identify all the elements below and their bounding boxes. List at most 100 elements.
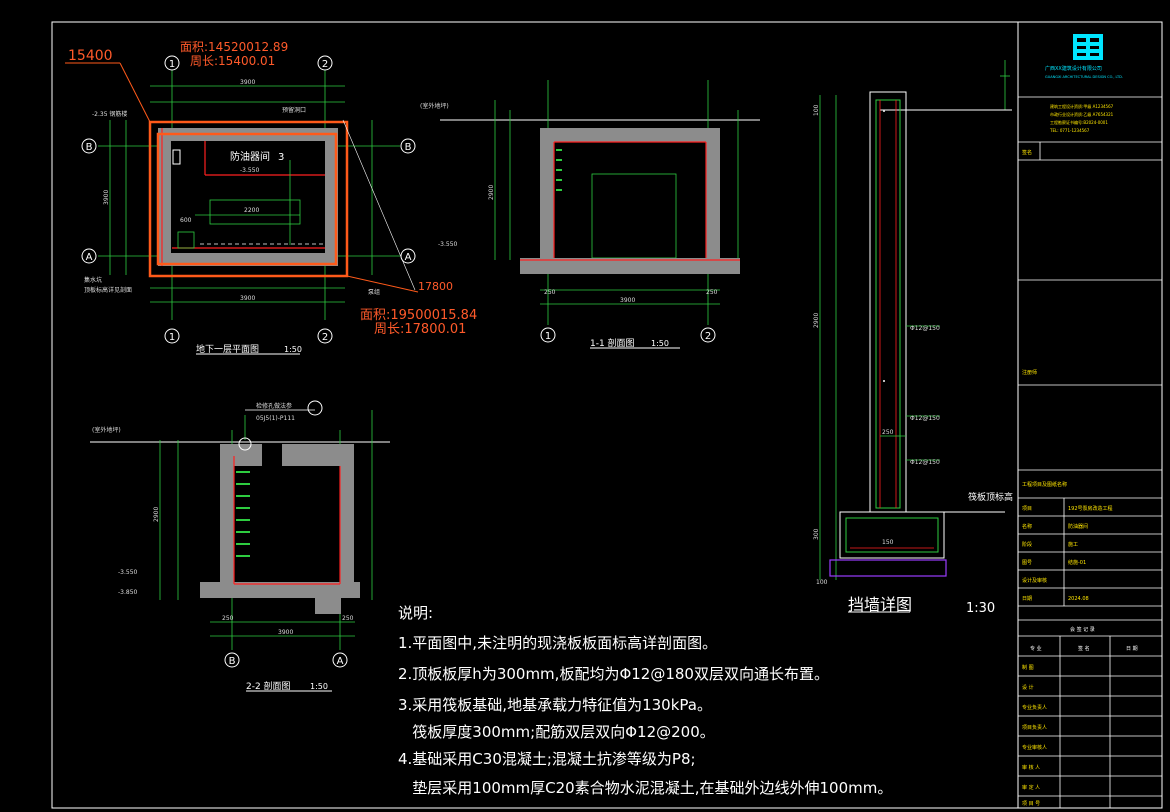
plan-view: 1 2 1 2 B B A A 防油器间 3 -3.550 3900 3900 … (65, 40, 477, 355)
sign-row-2: 设 计 (1022, 684, 1034, 691)
wall-detail-scale: 1:30 (966, 601, 995, 616)
project-label: 工程项目及图纸名称 (1022, 481, 1067, 488)
sec22-level-2: -3.850 (118, 589, 138, 596)
sec11-dim-left: 250 (544, 289, 556, 296)
sign-col-1: 专 业 (1030, 645, 1042, 652)
wall-dim-bottom: 100 (816, 579, 828, 586)
row-key-1: 项目 (1022, 506, 1032, 512)
notes-item-3: 3.采用筏板基础,地基承载力特征值为130kPa。 (398, 696, 712, 714)
wall-dim-base: 300 (813, 528, 820, 540)
wall-detail-title: 挡墙详图 (848, 595, 912, 614)
sec22-top-label: (室外地坪) (92, 426, 121, 434)
row-val-6: 2024.08 (1068, 596, 1089, 602)
cert-line-4: TEL: 0771-1234567 (1049, 128, 1090, 133)
sec22-axis-a: A (337, 656, 344, 667)
cert-line-2: 市政行业设计资质:乙级 A7654321 (1050, 111, 1114, 117)
plan-room-no: 3 (278, 152, 284, 163)
sec11-level: -3.550 (438, 241, 458, 248)
sec11-title: 1-1 剖面图 (590, 337, 635, 349)
row-key-4: 图号 (1022, 560, 1032, 566)
orange-area-bottom: 面积:19500015.84 (360, 308, 477, 323)
notes-item-4: 筏板厚度300mm;配筋双层双向Φ12@200。 (398, 723, 715, 741)
cert-line-3: 工程勘察证书编号:B2024-0001 (1050, 119, 1108, 125)
plan-label-note: 顶板标高详见剖面 (84, 286, 132, 294)
wall-dim-height: 2900 (813, 313, 820, 328)
orange-perim-bottom: 周长:17800.01 (374, 322, 466, 337)
sign-header: 会 签 记 录 (1070, 626, 1095, 633)
sign-row-3: 专业负责人 (1022, 704, 1047, 711)
notes-item-6: 垫层采用100mm厚C20素合物水泥混凝土,在基础外边线外伸100mm。 (398, 779, 892, 797)
row-key-6: 日期 (1022, 596, 1032, 602)
sec11-top-label: (室外地坪) (420, 102, 449, 110)
row-val-3: 施工 (1068, 541, 1078, 548)
reg-label: 注册师 (1022, 369, 1037, 376)
orange-value-bottom: 17800 (418, 280, 453, 293)
wall-dim-thickness: 250 (882, 429, 894, 436)
design-notes: 说明: 1.平面图中,未注明的现浇板板面标高详剖面图。 2.顶板板厚h为300m… (398, 604, 892, 797)
wall-dim-top: 100 (813, 104, 820, 116)
sheet-frame (51, 21, 1163, 809)
cert-line-1: 建筑工程设计资质:甲级 A1234567 (1050, 103, 1114, 109)
company-logo-icon (1073, 34, 1103, 60)
sec22-axis-b: B (229, 656, 236, 667)
title-block: 广西XX建筑设计有限公司 GUANGXI ARCHITECTURAL DESIG… (1018, 34, 1162, 808)
wall-right-note: 筏板顶标高 (968, 491, 1013, 503)
wall-dim-foot: 150 (882, 539, 894, 546)
sec11-scale: 1:50 (651, 339, 669, 348)
sec11-dim-bottom: 3900 (620, 297, 635, 304)
sec22-scale: 1:50 (310, 682, 328, 691)
sign-row-7: 审 定 人 (1022, 784, 1040, 791)
plan-dim-bottom: 3900 (240, 295, 255, 302)
sec22-level-1: -3.550 (118, 569, 138, 576)
sec22-hole-label: 检修孔做法参 (256, 402, 292, 410)
sec11-axis-2: 2 (705, 331, 711, 342)
plan-inner-space (171, 141, 325, 253)
notes-item-5: 4.基础采用C30混凝土;混凝土抗渗等级为P8; (398, 750, 696, 768)
row-val-1: 192号泵房改造工程 (1068, 505, 1113, 512)
row-key-3: 阶段 (1022, 541, 1032, 548)
sign-row-5: 专业审核人 (1022, 744, 1047, 751)
plan-label-pit: 集水坑 (84, 276, 102, 284)
plan-room-name: 防油器间 (230, 150, 270, 163)
row-val-4: 结施-01 (1068, 559, 1086, 566)
notes-heading: 说明: (398, 604, 433, 622)
plan-axis-1-top: 1 (169, 59, 175, 70)
company-name: 广西XX建筑设计有限公司 (1045, 65, 1102, 72)
orange-perim-top: 周长:15400.01 (190, 54, 275, 68)
wall-rebar-3: Φ12@150 (910, 459, 940, 466)
section-2-2: B A 检修孔做法参 05J5(1)-P111 (室外地坪) -3.550 -3… (90, 400, 390, 692)
plan-dim-sub: 600 (180, 217, 192, 224)
sec22-dim-bottom: 3900 (278, 629, 293, 636)
sec11-axis-1: 1 (545, 331, 551, 342)
row-key-5: 设计及审核 (1022, 577, 1047, 584)
plan-label-pump: 泵组 (368, 288, 380, 296)
plan-dim-left: 3900 (103, 190, 110, 205)
plan-dim-inner: 2200 (244, 207, 259, 214)
plan-axis-2-bottom: 2 (322, 332, 328, 343)
sec22-dim-l: 250 (222, 615, 234, 622)
sec22-dim-h: 2900 (153, 507, 160, 522)
plan-scale: 1:50 (284, 345, 302, 354)
sign-col-2: 签 名 (1078, 645, 1090, 652)
plan-title: 地下一层平面图 (196, 343, 259, 355)
sec22-hole-ref: 05J5(1)-P111 (256, 415, 295, 422)
wall-rebar-2: Φ12@150 (910, 415, 940, 422)
retaining-wall-detail: Φ12@150 Φ12@150 Φ12@150 250 2900 100 300… (813, 60, 1013, 616)
plan-axis-a-right: A (405, 252, 412, 263)
orange-area-top: 面积:14520012.89 (180, 40, 288, 54)
orange-outline-large (148, 120, 349, 278)
plan-axis-1-bottom: 1 (169, 332, 175, 343)
plan-axis-b-left: B (86, 142, 93, 153)
sign-row-1: 制 图 (1022, 664, 1034, 671)
plan-axis-2-top: 2 (322, 59, 328, 70)
plan-level: -3.550 (240, 167, 260, 174)
plan-label-hole: 预留洞口 (282, 106, 306, 114)
section-1-1: 1 2 (室外地坪) -3.550 3900 250 250 2900 1-1 … (420, 80, 760, 349)
sec11-dim-h: 2900 (488, 185, 495, 200)
sign-col-3: 日 期 (1126, 646, 1138, 652)
sign-row-8: 项 目 号 (1022, 801, 1040, 807)
orange-outline-small (156, 132, 338, 266)
sec22-title: 2-2 剖面图 (246, 680, 291, 692)
notes-item-1: 1.平面图中,未注明的现浇板板面标高详剖面图。 (398, 634, 717, 652)
sec11-dim-right: 250 (706, 289, 718, 296)
